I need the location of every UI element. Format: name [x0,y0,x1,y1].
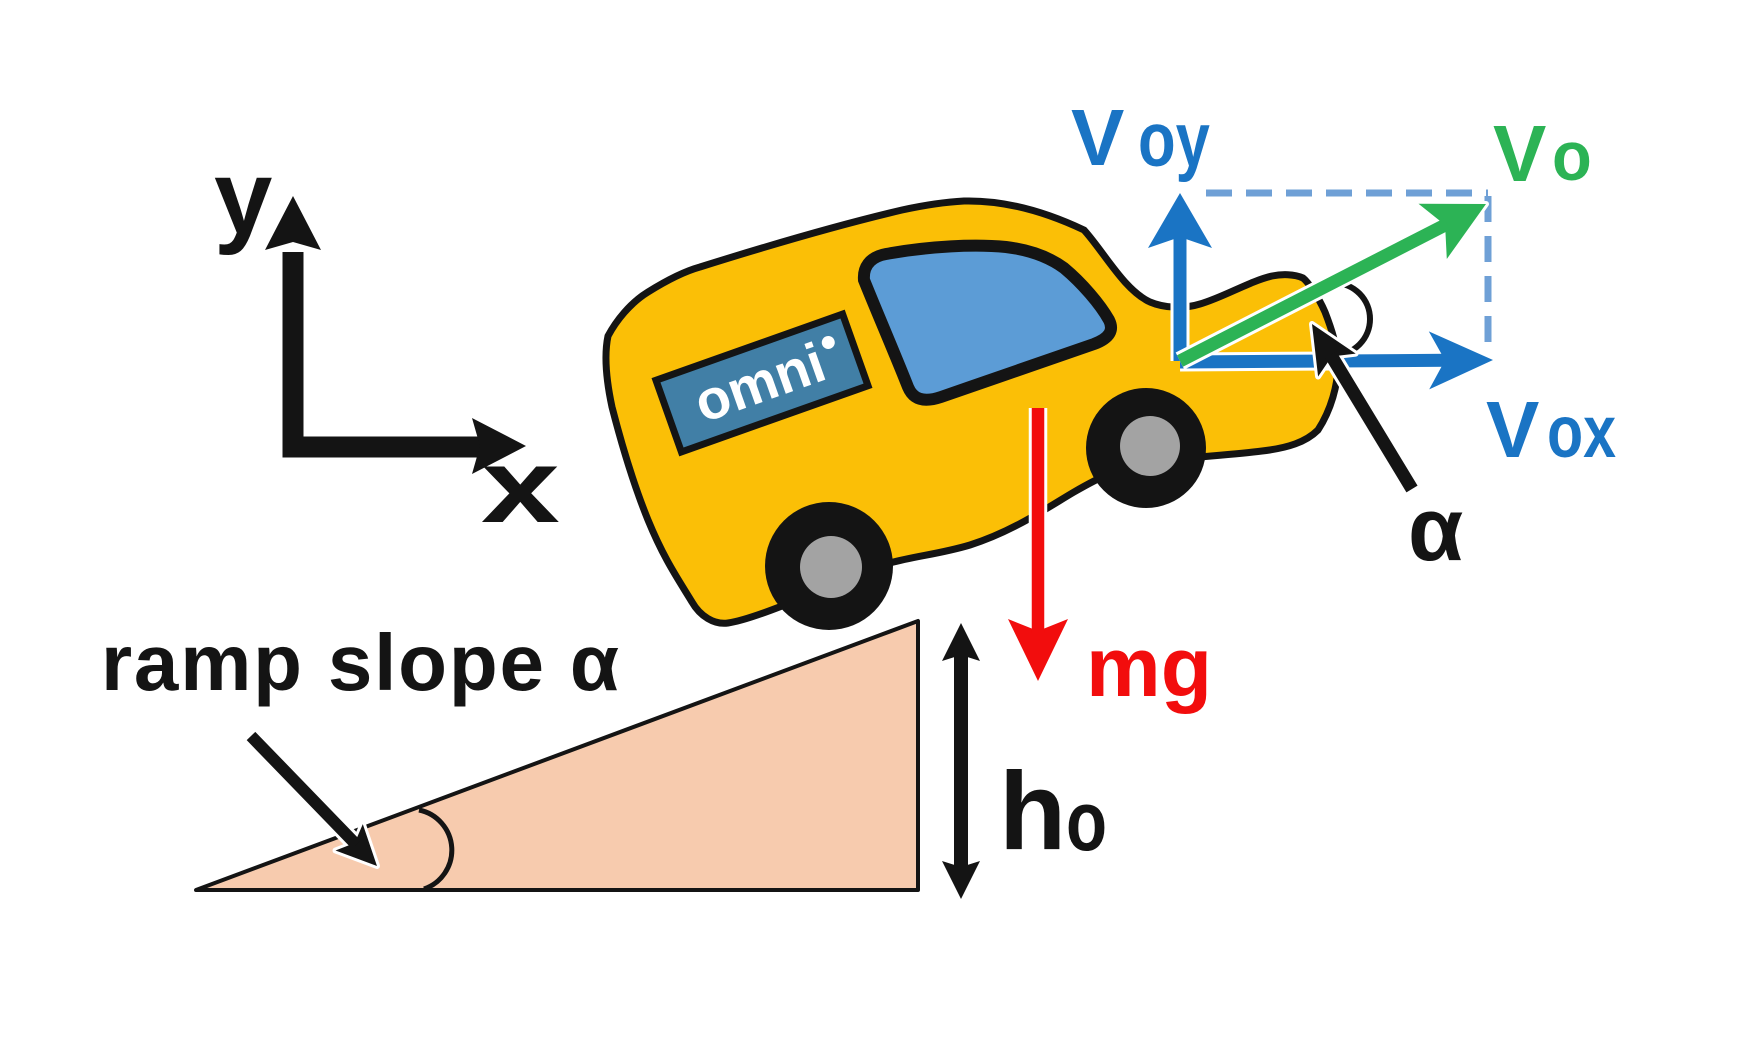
svg-text:o: o [1552,118,1592,196]
svg-text:α: α [1408,480,1463,580]
svg-text:V: V [1071,93,1124,182]
svg-text:o: o [1066,775,1107,869]
svg-text:y: y [214,139,272,256]
svg-text:mg: mg [1086,620,1212,714]
svg-text:V: V [1486,385,1539,474]
svg-text:ramp slope α: ramp slope α [101,618,621,707]
svg-text:oy: oy [1138,96,1210,182]
svg-text:ox: ox [1547,391,1616,474]
svg-text:h: h [999,750,1066,873]
svg-text:V: V [1493,109,1546,198]
svg-text:x: x [481,428,560,545]
